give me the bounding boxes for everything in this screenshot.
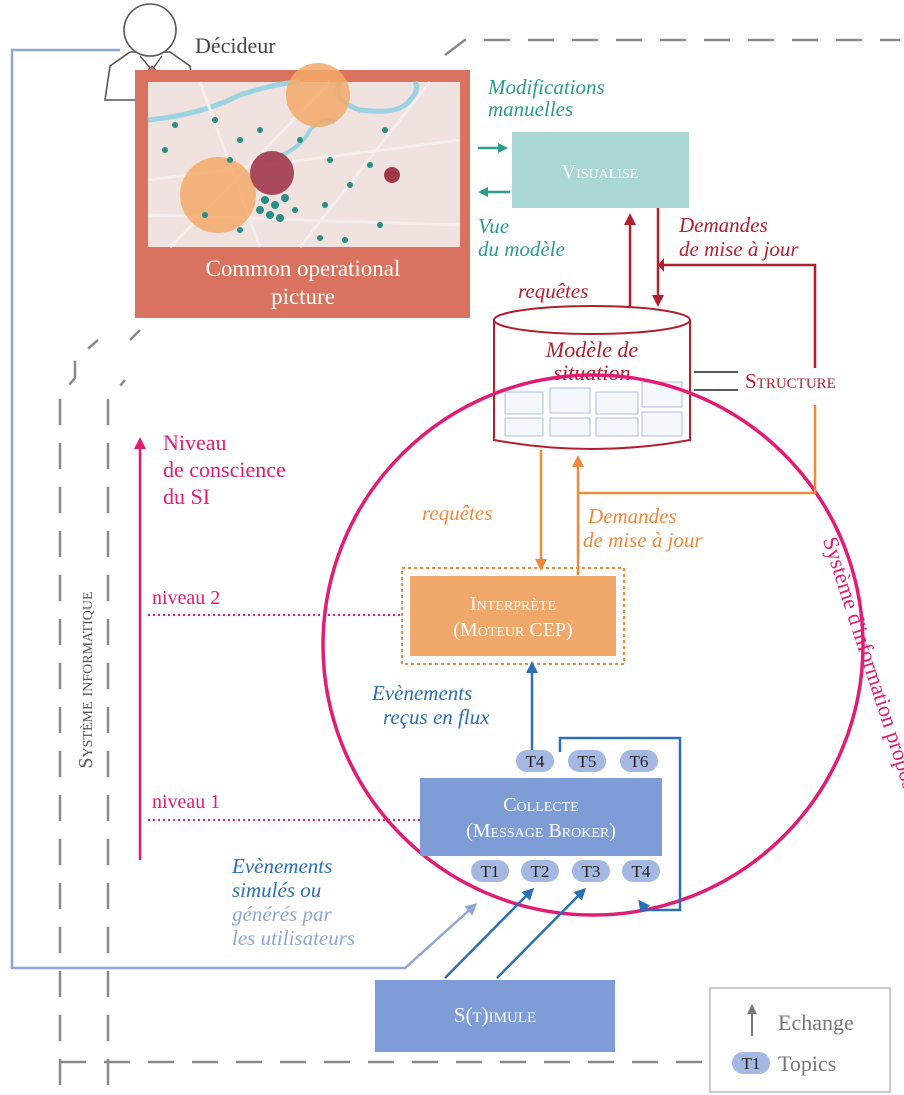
system-boundary [58, 38, 900, 1085]
vue-label-1: Vue [478, 214, 509, 238]
ev-flux-label-1: Evènements [371, 681, 472, 705]
visualise-label: Visualise [562, 161, 639, 183]
stimule-to-t3-arrow [496, 887, 587, 979]
maj-mid-label-2: de mise à jour [583, 528, 703, 552]
niveau1-label: niveau 1 [152, 791, 220, 813]
ev-flux-label-2: reçus en flux [383, 705, 490, 729]
modifications-label-1: Modifications [487, 75, 605, 99]
modifications-label-2: manuelles [488, 97, 573, 121]
vue-label-2: du modèle [478, 237, 565, 261]
collecte-line1: Collecte [503, 794, 579, 816]
topic-badge [521, 860, 559, 882]
topic-badge [620, 750, 658, 772]
cop-title-line1: Common operational [206, 256, 401, 281]
legend-topic-badge-label: T1 [742, 1054, 761, 1073]
interprete-box [410, 576, 616, 656]
topic-badge [622, 860, 660, 882]
structure-to-maj-mid-line [578, 405, 817, 495]
legend-box [709, 987, 891, 1093]
sip-circle [321, 373, 865, 917]
legend-topics-label: Topics [778, 1051, 836, 1076]
model-title-2: situation [553, 360, 630, 385]
requetes-top-label: requêtes [518, 279, 588, 303]
structure-label: Structure [745, 369, 836, 393]
ev-sim-label-1: Evènements [231, 854, 332, 878]
cop-map [147, 63, 461, 249]
model-title-1: Modèle de [545, 337, 638, 362]
niveau-conscience-1: Niveau [163, 430, 227, 455]
structure-to-maj-line [658, 263, 817, 368]
collecte-line2: (Message Broker) [466, 820, 616, 842]
legend-topic-badge [732, 1052, 770, 1074]
topic-label: T3 [582, 862, 601, 881]
maj-top-label-2: de mise à jour [679, 237, 799, 261]
topic-label: T4 [526, 752, 545, 771]
topic-badge [471, 860, 509, 882]
maj-top-label-1: Demandes [678, 213, 768, 237]
structure-junction-mark [658, 258, 664, 272]
stimule-box [375, 980, 615, 1052]
interprete-outline [401, 567, 625, 665]
si-vertical-label: Système informatique [75, 591, 97, 768]
interprete-line2: (Moteur CEP) [453, 619, 572, 641]
visualise-box [512, 132, 689, 208]
sip-arc-label: Système d'information proposé [818, 534, 904, 802]
interprete-line1: Interprète [470, 593, 556, 615]
topic-label: T4 [632, 862, 651, 881]
ev-sim-label-4: les utilisateurs [232, 926, 355, 950]
decideur-label: Décideur [195, 33, 276, 58]
stimule-to-t2-arrow [444, 887, 535, 979]
model-cylinder [493, 305, 691, 450]
topic-label: T5 [578, 752, 597, 771]
topic-label: T1 [481, 862, 500, 881]
niveau-conscience-3: du SI [163, 484, 210, 509]
topic-badge [568, 750, 606, 772]
topics-bottom: T1 T2 T3 T4 [471, 860, 660, 882]
niveau-conscience-2: de conscience [163, 457, 286, 482]
topic-badge [516, 750, 554, 772]
requetes-mid-label: requêtes [422, 501, 492, 525]
topics-top: T4 T5 T6 [516, 750, 658, 772]
cop-title-line2: picture [271, 284, 335, 309]
maj-mid-label-1: Demandes [587, 504, 677, 528]
collecte-box [420, 778, 662, 856]
ev-sim-label-2: simulés ou [232, 878, 321, 902]
niveau2-label: niveau 2 [152, 587, 220, 609]
legend-exchange-label: Echange [778, 1010, 854, 1035]
decideur-user-link [10, 48, 478, 970]
stimule-label: S(t)imule [454, 1003, 536, 1027]
topic-badge [572, 860, 610, 882]
ev-sim-label-3: générés par [232, 902, 333, 926]
topic-label: T6 [630, 752, 649, 771]
topic-label: T2 [531, 862, 550, 881]
t4-loop [558, 736, 682, 913]
